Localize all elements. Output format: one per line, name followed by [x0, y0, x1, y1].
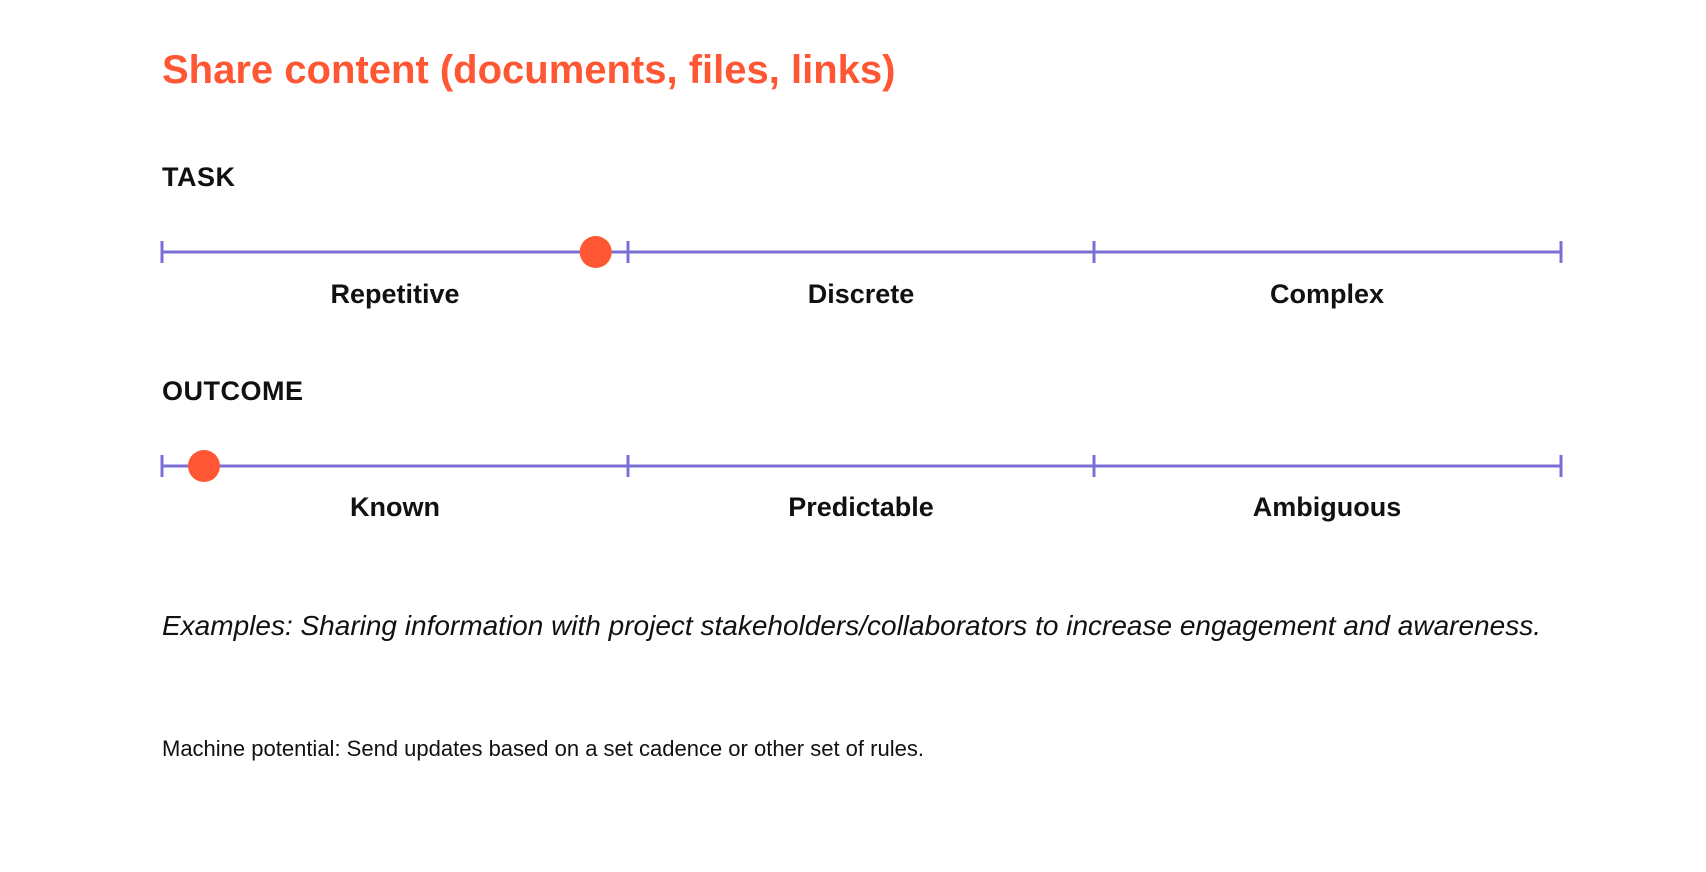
examples-text: Examples: Sharing information with proje…	[162, 610, 1541, 641]
page-title: Share content (documents, files, links)	[162, 48, 896, 92]
outcome-scale-label: OUTCOME	[162, 376, 304, 406]
task-segment-repetitive: Repetitive	[330, 279, 460, 309]
outcome-marker	[187, 450, 220, 482]
task-marker	[579, 236, 612, 268]
outcome-segment-predictable: Predictable	[788, 492, 934, 522]
task-segment-complex: Complex	[1269, 279, 1385, 309]
outcome-segment-known: Known	[350, 492, 440, 522]
task-segment-discrete: Discrete	[807, 279, 915, 309]
task-scale	[160, 236, 1563, 268]
outcome-segment-ambiguous: Ambiguous	[1252, 492, 1402, 522]
machine-potential-text: Machine potential: Send updates based on…	[162, 736, 924, 761]
task-scale-label: TASK	[162, 162, 236, 192]
outcome-scale	[160, 450, 1563, 482]
